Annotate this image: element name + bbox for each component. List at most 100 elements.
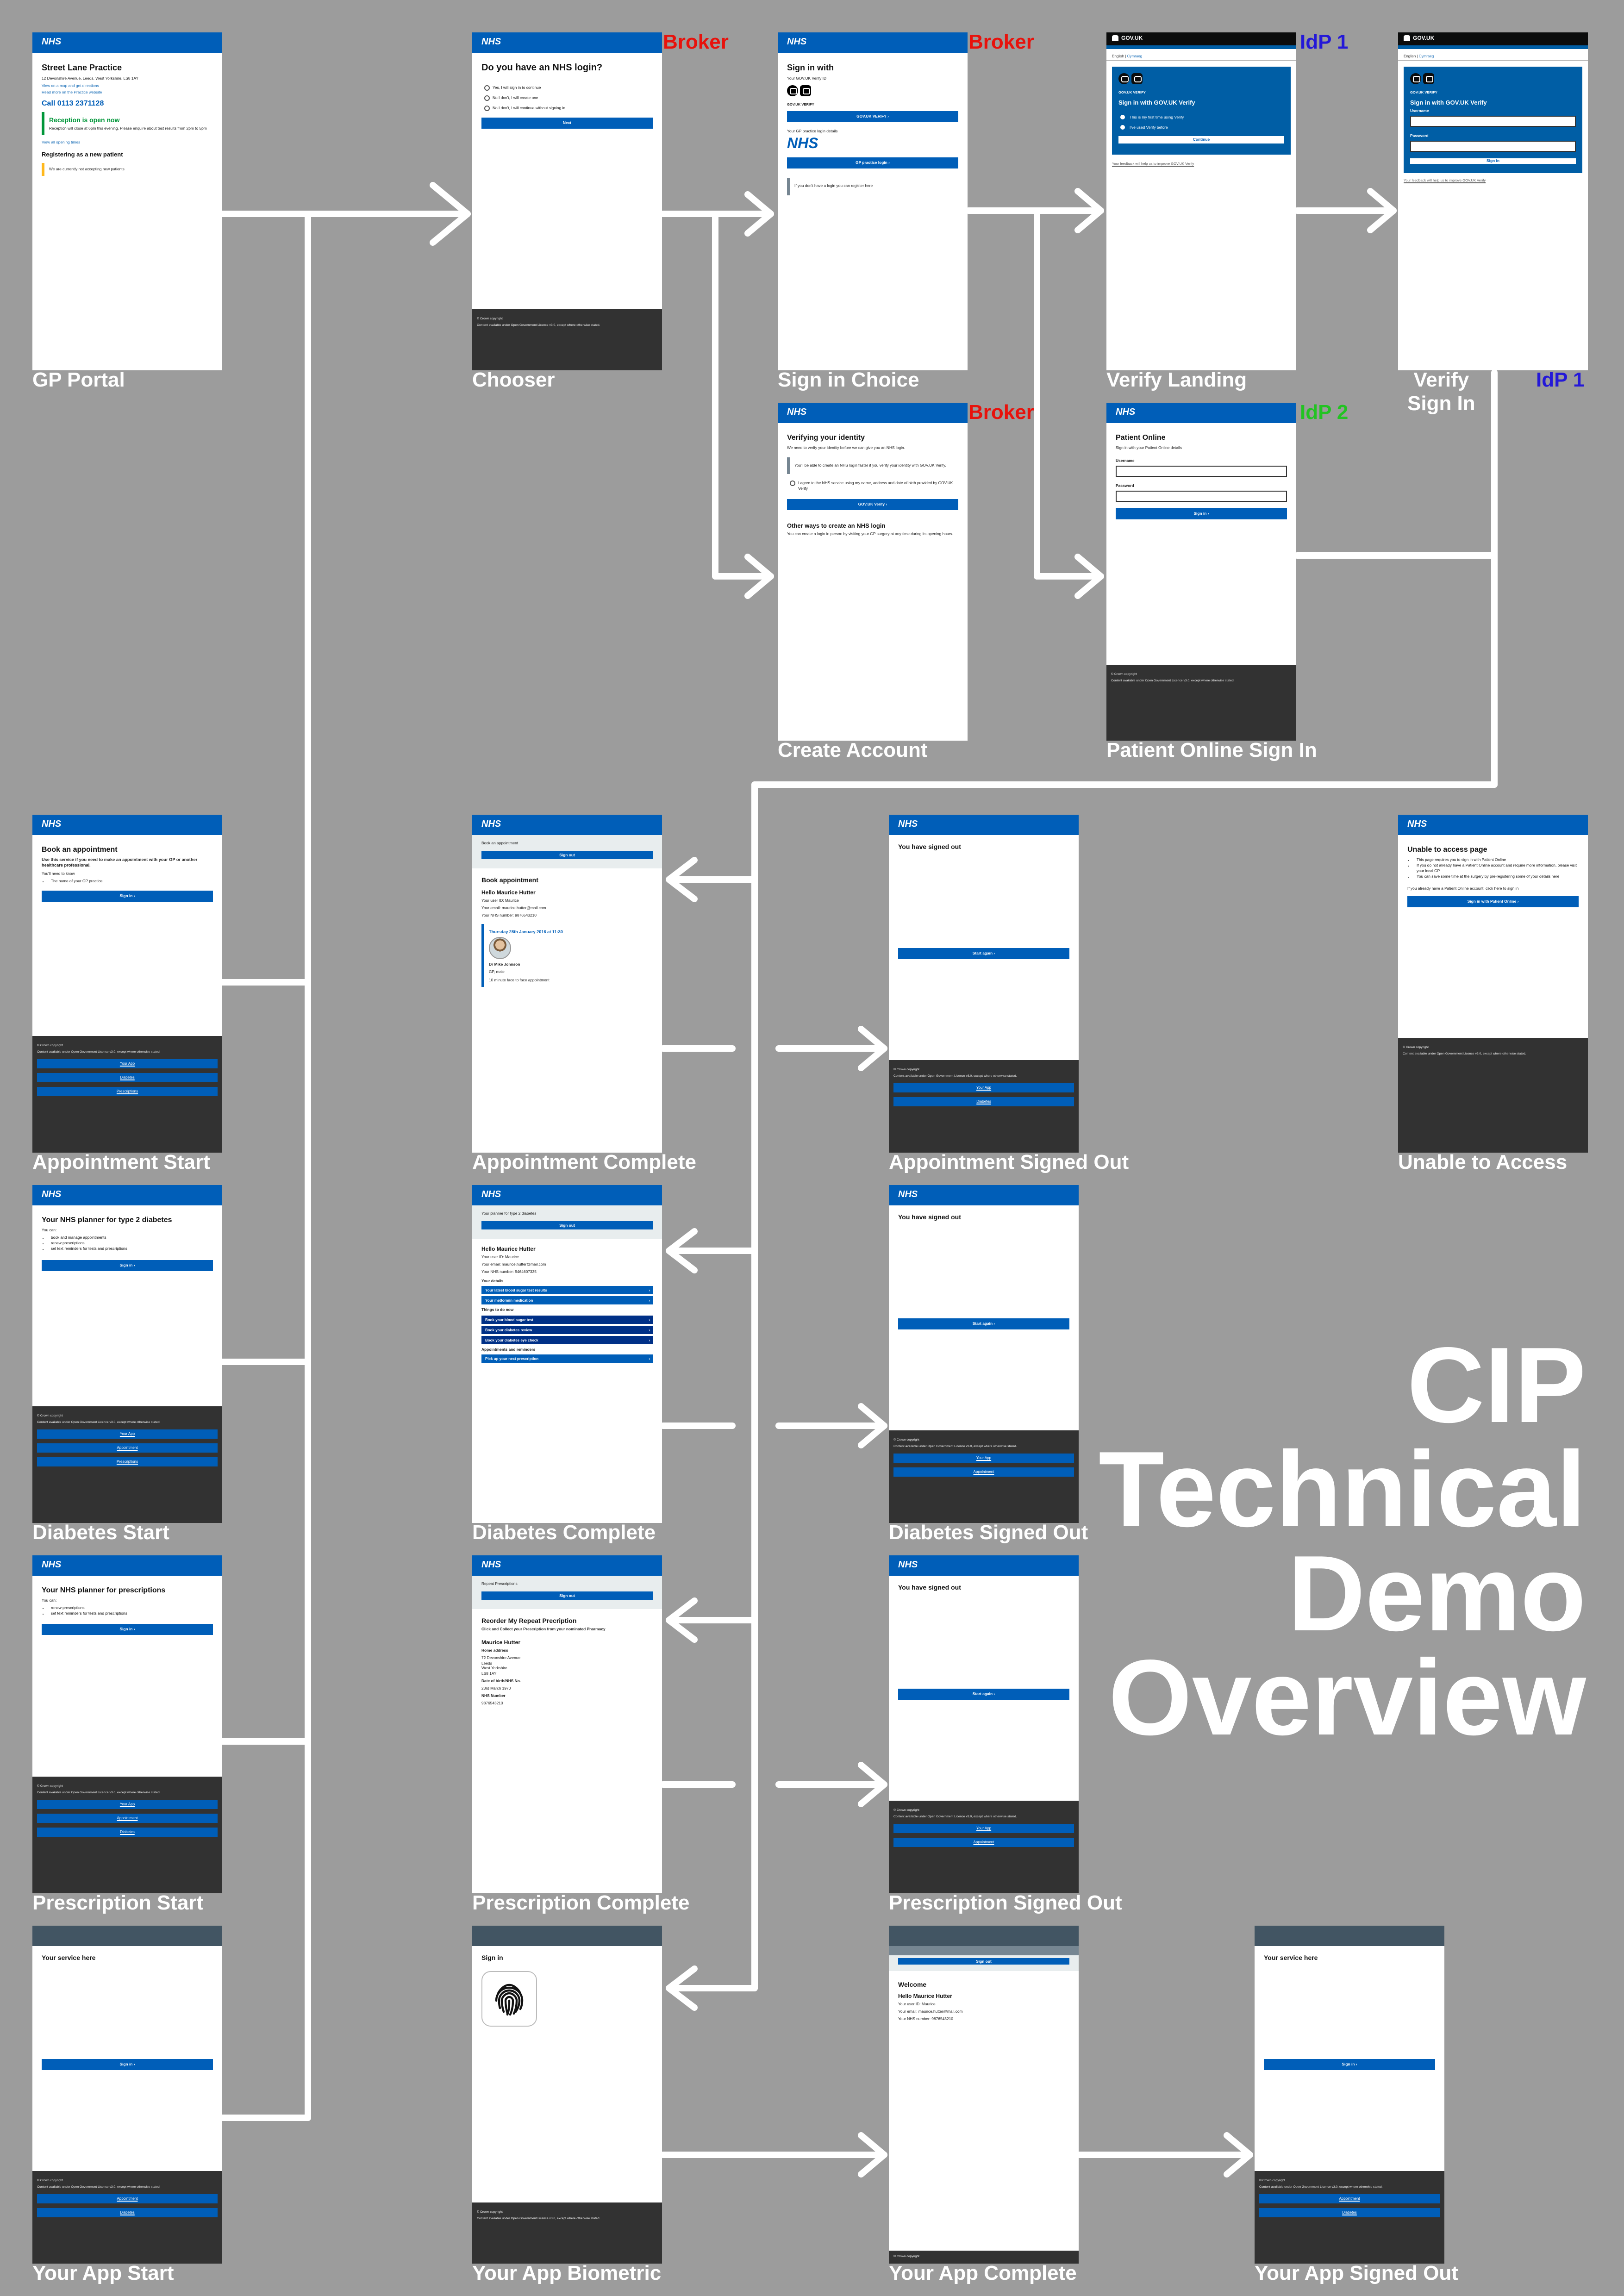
label-diabetes-complete: Diabetes Complete: [472, 1521, 656, 1544]
footer-prescriptions[interactable]: Prescriptions: [37, 1457, 218, 1466]
tag-broker: Broker: [663, 31, 729, 53]
user-email: Your email: maurice.hutter@mail.com: [898, 2009, 963, 2014]
licence: Content available under Open Government …: [893, 1814, 1017, 1818]
tag-idp1: IdP 1: [1536, 368, 1585, 391]
footer-your-app[interactable]: Your App: [37, 1799, 218, 1809]
screen-sign-in-choice: NHS Sign in with Your GOV.UK Verify ID G…: [778, 32, 968, 370]
hello-name: Hello Maurice Hutter: [481, 1247, 536, 1253]
create-title: Verifying your identity: [787, 433, 865, 442]
sign-in-button[interactable]: Sign in: [1410, 158, 1576, 164]
username-input[interactable]: [1410, 115, 1576, 127]
nhs-number: Your NHS number: 9876543210: [481, 913, 537, 918]
lang-english[interactable]: English: [1404, 54, 1416, 58]
footer-appointment[interactable]: Appointment: [37, 1813, 218, 1823]
agree-checkbox[interactable]: I agree to the NHS service using my name…: [790, 480, 958, 492]
register-heading: Registering as a new patient: [42, 151, 123, 158]
footer-appointment[interactable]: Appointment: [893, 1837, 1074, 1847]
radio-create[interactable]: No I don't, I will create one: [484, 95, 653, 101]
blood-sugar-results-link[interactable]: Your latest blood sugar test results: [481, 1286, 653, 1295]
footer-appointment[interactable]: Appointment: [893, 1467, 1074, 1477]
footer-appointment[interactable]: Appointment: [37, 2194, 218, 2203]
footer-your-app[interactable]: Your App: [37, 1429, 218, 1439]
phone-number[interactable]: Call 0113 2371128: [42, 99, 104, 107]
radio-continue[interactable]: No I don't, I will continue without sign…: [484, 105, 653, 111]
feedback-link[interactable]: Your feedback will help us to improve GO…: [1112, 162, 1194, 166]
patient-online-intro: Sign in with your Patient Online details: [1116, 445, 1182, 450]
book-eye-check-link[interactable]: Book your diabetes eye check: [481, 1335, 653, 1344]
lang-welsh[interactable]: Cymraeg: [1127, 54, 1143, 58]
screen-prescription-signed-out: NHS You have signed out Start again › © …: [889, 1555, 1079, 1893]
footer-diabetes[interactable]: Diabetes: [37, 1827, 218, 1837]
sign-in-button[interactable]: Sign in ›: [1264, 2059, 1435, 2070]
sign-out-button[interactable]: Sign out: [481, 1221, 653, 1230]
fingerprint-icon[interactable]: [481, 1971, 537, 2027]
screen-create-account: NHS Verifying your identity We need to v…: [778, 403, 968, 741]
footer-diabetes[interactable]: Diabetes: [37, 2208, 218, 2217]
feedback-link[interactable]: Your feedback will help us to improve GO…: [1404, 178, 1486, 182]
username-input[interactable]: [1116, 465, 1287, 477]
tag-broker: Broker: [968, 31, 1034, 53]
map-link[interactable]: View on a map and get directions: [42, 83, 99, 88]
sign-out-button[interactable]: Sign out: [481, 1591, 653, 1600]
radio-first-time[interactable]: This is my first time using Verify: [1120, 114, 1284, 120]
footer-diabetes[interactable]: Diabetes: [37, 1073, 218, 1082]
other-ways-text: You can create a login in person by visi…: [787, 531, 953, 536]
nhs-large-logo: NHS: [787, 136, 818, 152]
password-input[interactable]: [1410, 140, 1576, 152]
sign-out-button[interactable]: Sign out: [481, 851, 653, 860]
start-again-button[interactable]: Start again ›: [898, 1318, 1069, 1329]
lang-welsh[interactable]: Cymraeg: [1418, 54, 1434, 58]
book-review-link[interactable]: Book your diabetes review: [481, 1325, 653, 1334]
book-blood-sugar-link[interactable]: Book your blood sugar test: [481, 1315, 653, 1324]
lang-english[interactable]: English: [1112, 54, 1124, 58]
footer-diabetes[interactable]: Diabetes: [1259, 2208, 1440, 2217]
sign-in-button[interactable]: Sign in ›: [1116, 508, 1287, 519]
sign-in-button[interactable]: Sign in ›: [42, 2059, 213, 2070]
sign-out-button[interactable]: Sign out: [898, 1958, 1069, 1965]
label-prescription-start: Prescription Start: [32, 1891, 204, 1914]
radio-yes[interactable]: Yes, I will sign in to continue: [484, 85, 653, 91]
sign-in-button[interactable]: Sign in ›: [42, 891, 213, 902]
radio-used-before[interactable]: I've used Verify before: [1120, 125, 1284, 131]
footer-appointment[interactable]: Appointment: [1259, 2194, 1440, 2203]
gov-verify-button[interactable]: GOV.UK Verify ›: [787, 499, 958, 510]
footer-your-app[interactable]: Your App: [893, 1823, 1074, 1833]
password-label: Password: [1116, 483, 1134, 488]
user-email: Your email: maurice.hutter@mail.com: [481, 1262, 546, 1267]
sign-in-patient-online-button[interactable]: Sign in with Patient Online ›: [1407, 896, 1579, 907]
footer-your-app[interactable]: Your App: [893, 1083, 1074, 1092]
footer-your-app[interactable]: Your App: [37, 1059, 218, 1068]
gov-header: GOV.UK: [1106, 32, 1296, 45]
verify-button[interactable]: GOV.UK VERIFY ›: [787, 111, 958, 123]
screen-prescription-complete: NHS Repeat Prescriptions Sign out Reorde…: [472, 1555, 662, 1893]
nhs-logo: NHS: [481, 819, 501, 830]
prescription-bullet-1: renew prescriptions: [51, 1605, 213, 1611]
diabetes-can: You can:: [42, 1227, 57, 1232]
licence: Content available under Open Government …: [477, 2216, 600, 2220]
licence: Content available under Open Government …: [893, 1073, 1017, 1078]
footer-prescriptions[interactable]: Prescriptions: [37, 1086, 218, 1096]
nhs-logo: NHS: [1407, 819, 1427, 830]
sign-in-button[interactable]: Sign in ›: [42, 1260, 213, 1271]
start-again-button[interactable]: Start again ›: [898, 1689, 1069, 1700]
website-link[interactable]: Read more on the Practice website: [42, 89, 102, 94]
continue-button[interactable]: Continue: [1118, 136, 1284, 144]
register-text[interactable]: If you don't have a login you can regist…: [794, 183, 873, 188]
footer-appointment[interactable]: Appointment: [37, 1443, 218, 1453]
footer-your-app[interactable]: Your App: [893, 1453, 1074, 1463]
licence: Content available under Open Government …: [1403, 1051, 1526, 1055]
opening-times-link[interactable]: View all opening times: [42, 139, 81, 144]
prescription-start-title: Your NHS planner for prescriptions: [42, 1586, 166, 1594]
verify-title: Sign in with GOV.UK Verify: [1118, 100, 1195, 106]
start-again-button[interactable]: Start again ›: [898, 948, 1069, 959]
metformin-link[interactable]: Your metformin medication: [481, 1296, 653, 1305]
pick-up-prescription-link[interactable]: Pick up your next prescription: [481, 1354, 653, 1363]
not-accepting-notice: We are currently not accepting new patie…: [42, 162, 213, 176]
gp-login-button[interactable]: GP practice login ›: [787, 157, 958, 169]
footer: © Crown copyright Content available unde…: [889, 1060, 1079, 1153]
next-button[interactable]: Next: [481, 117, 653, 129]
sign-in-button[interactable]: Sign in ›: [42, 1624, 213, 1635]
unable-bullet-3: You can save some time at the surgery by…: [1417, 874, 1579, 880]
footer-diabetes[interactable]: Diabetes: [893, 1097, 1074, 1106]
password-input[interactable]: [1116, 490, 1287, 502]
